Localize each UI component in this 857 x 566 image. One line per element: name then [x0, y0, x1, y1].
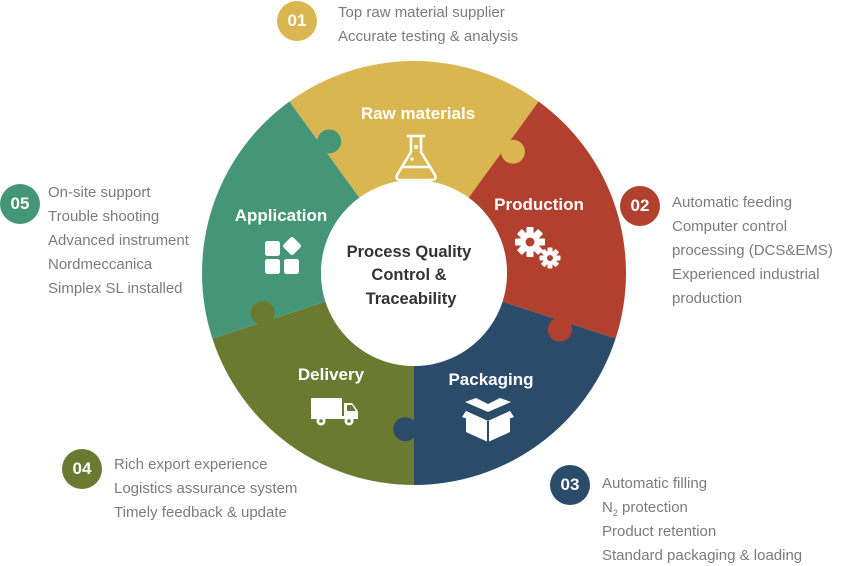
- segment-label-delivery: Delivery: [298, 365, 365, 384]
- list-item: Automatic feeding: [672, 194, 793, 211]
- list-item: Top raw material supplier: [338, 4, 505, 21]
- segment-label-application: Application: [235, 206, 328, 225]
- list-item: production: [672, 290, 743, 307]
- flask-icon: [395, 134, 437, 182]
- list-item: Trouble shooting: [48, 208, 160, 225]
- puzzle-tab-neck: [316, 140, 329, 153]
- n2-symbol: N: [602, 499, 613, 516]
- list-item: N2 protection: [602, 496, 802, 520]
- list-item: Accurate testing & analysis: [338, 28, 519, 45]
- list-item: Automatic filling: [602, 475, 708, 492]
- list-item: Nordmeccanica: [48, 256, 153, 273]
- list-item: Computer control: [672, 218, 788, 235]
- puzzle-tab-neck: [408, 423, 420, 436]
- list-item: processing (DCS&EMS): [672, 242, 833, 259]
- list-item: On-site support: [48, 184, 151, 201]
- list-item: Rich export experience: [114, 456, 268, 473]
- step-list-03: Automatic filling N2 protection Product …: [602, 472, 802, 566]
- list-item: Simplex SL installed: [48, 280, 183, 297]
- puzzle-tab-neck: [259, 315, 272, 328]
- center-circle: [321, 180, 507, 366]
- step-list-05: On-site support Trouble shooting Advance…: [48, 181, 189, 301]
- wheel-segments: [202, 60, 626, 486]
- list-item: Logistics assurance system: [114, 480, 298, 497]
- segment-label-production: Production: [494, 195, 584, 214]
- step-list-01: Top raw material supplier Accurate testi…: [338, 1, 518, 49]
- segment-label-packaging: Packaging: [448, 370, 533, 389]
- segment-delivery: [212, 301, 414, 485]
- n2-subscript: 2: [612, 508, 618, 518]
- protection-text: protection: [617, 499, 688, 516]
- step-badge-01: 01: [277, 1, 317, 41]
- puzzle-tab: [393, 417, 418, 442]
- list-item: Advanced instrument: [48, 232, 189, 249]
- step-badge-04: 04: [62, 449, 102, 489]
- step-badge-02: 02: [620, 186, 660, 226]
- segment-label-raw-materials: Raw materials: [361, 104, 475, 123]
- step-list-04: Rich export experience Logistics assuran…: [114, 453, 297, 525]
- open-box-icon: [462, 398, 514, 442]
- list-item: Standard packaging & loading: [602, 547, 803, 564]
- segment-packaging: [414, 301, 616, 486]
- center-title-line-1: Process Quality: [347, 243, 473, 261]
- gears-icon: [515, 227, 561, 269]
- step-badge-05: 05: [0, 184, 40, 224]
- list-item: Product retention: [602, 523, 717, 540]
- segment-application: [202, 101, 360, 339]
- center-title-line-3: Traceability: [366, 290, 458, 308]
- truck-icon: [311, 398, 358, 426]
- puzzle-tab-neck: [499, 140, 512, 153]
- puzzle-tab-neck: [556, 315, 569, 328]
- segment-raw-materials: [289, 60, 539, 198]
- center-title-line-2: Control &: [371, 266, 446, 284]
- list-item: Experienced industrial: [672, 266, 820, 283]
- step-badge-03: 03: [550, 465, 590, 505]
- list-item: Timely feedback & update: [114, 504, 287, 521]
- apps-grid-icon: [265, 237, 301, 274]
- step-list-02: Automatic feeding Computer control proce…: [672, 191, 833, 311]
